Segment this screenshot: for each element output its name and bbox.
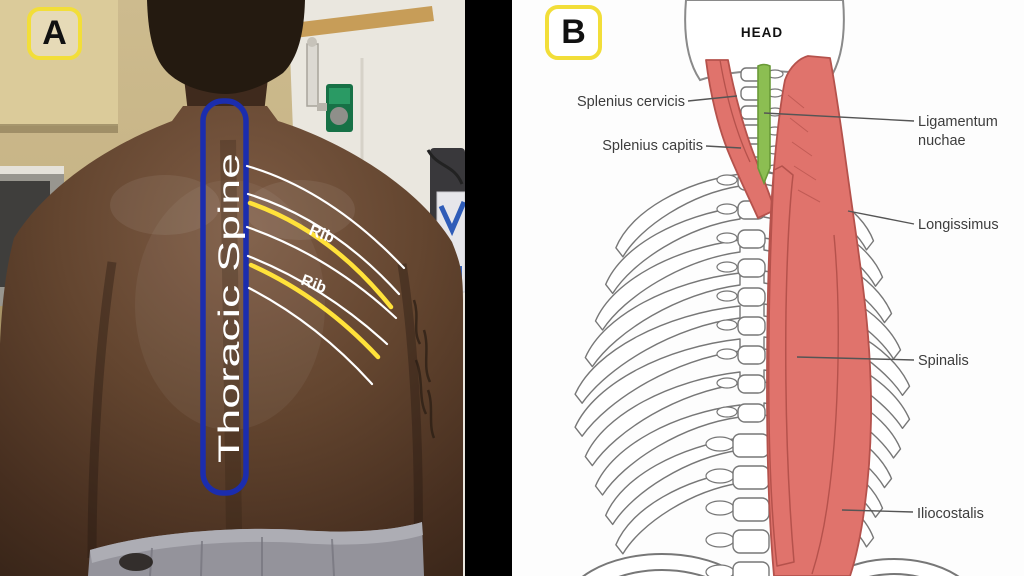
label-splenius-capitis: Splenius capitis (602, 138, 703, 154)
spinalis-muscle (767, 165, 795, 567)
vertebra-process (705, 532, 735, 548)
vertebra-process (716, 406, 738, 418)
vertebra (732, 433, 770, 458)
rib-bone (594, 239, 741, 331)
vertebra (732, 465, 770, 490)
vertebra-process (716, 261, 738, 273)
label-longissimus: Longissimus (918, 217, 999, 233)
vertebra (737, 316, 766, 336)
pelvis-outline (581, 553, 960, 576)
vertebra-process (705, 500, 735, 516)
tattoo (412, 299, 436, 439)
torso (0, 106, 463, 576)
label-ligamentum-nuchae-line2: nuchae (918, 133, 966, 149)
panel-a-annotations: Thoracic Spine Rib Rib (200, 98, 406, 496)
leader-lines (687, 95, 915, 513)
vertebra-process (705, 564, 735, 576)
label-ligamentum-nuchae-line1: Ligamentum (918, 114, 998, 130)
rib-highlight-lines (247, 200, 394, 360)
rib-bone (574, 305, 741, 404)
supply-pack-logo (438, 201, 465, 237)
vertebra (737, 403, 766, 423)
diagram-labels: Splenius cervicis Splenius capitis Ligam… (577, 94, 999, 522)
back-muscles-diagram: HEAD (574, 0, 999, 576)
panel-a-badge: A (27, 7, 82, 60)
vertebra-process (716, 319, 738, 331)
patient-back (0, 0, 463, 576)
head-label: HEAD (741, 25, 783, 40)
muscle-fiber-lines (787, 94, 821, 203)
rib-cage-left (574, 173, 741, 555)
flowmeter (306, 37, 319, 107)
rib-bone (605, 206, 741, 295)
vertebra-process (705, 436, 735, 452)
wood-rail (268, 6, 434, 41)
vertebra-process (716, 174, 738, 186)
left-arm-seam (87, 261, 117, 559)
vertebra-process (716, 377, 738, 389)
vertebra-process (716, 348, 738, 360)
vertebra (737, 374, 766, 394)
vertebra-process (716, 203, 738, 215)
muscles (705, 55, 872, 576)
vertebra-process (716, 290, 738, 302)
vertebra (737, 229, 766, 249)
rib-bone (584, 272, 741, 368)
vertebra (732, 497, 770, 522)
vertebra-process (705, 468, 735, 484)
longissimus-iliocostalis-muscle (766, 55, 872, 576)
wrist-band (119, 553, 153, 571)
thoracic-spine-label: Thoracic Spine (213, 153, 246, 463)
panel-a-photo: A (0, 0, 465, 576)
panel-b-diagram: B HEAD (512, 0, 1024, 576)
vertebra (737, 258, 766, 278)
vertebra (732, 561, 770, 576)
thoracic-spine-box (200, 98, 249, 496)
rib-contour-lines (245, 164, 406, 386)
panel-a-illustration: Thoracic Spine Rib Rib (0, 0, 465, 576)
vertebra (737, 287, 766, 307)
panel-a-badge-letter: A (42, 14, 67, 52)
label-splenius-cervicis: Splenius cervicis (577, 94, 685, 110)
panel-divider (465, 0, 512, 576)
vertebra-process (716, 232, 738, 244)
label-spinalis: Spinalis (918, 353, 969, 369)
label-iliocostalis: Iliocostalis (917, 506, 984, 522)
right-arm-seam (397, 263, 423, 557)
panel-b-badge-letter: B (561, 13, 586, 51)
vertebra (732, 529, 770, 554)
vertebra (737, 345, 766, 365)
ligamentum-nuchae-bar (757, 63, 771, 186)
gas-outlet (317, 84, 353, 132)
head-hair (147, 0, 305, 94)
panel-b-badge: B (545, 5, 602, 60)
